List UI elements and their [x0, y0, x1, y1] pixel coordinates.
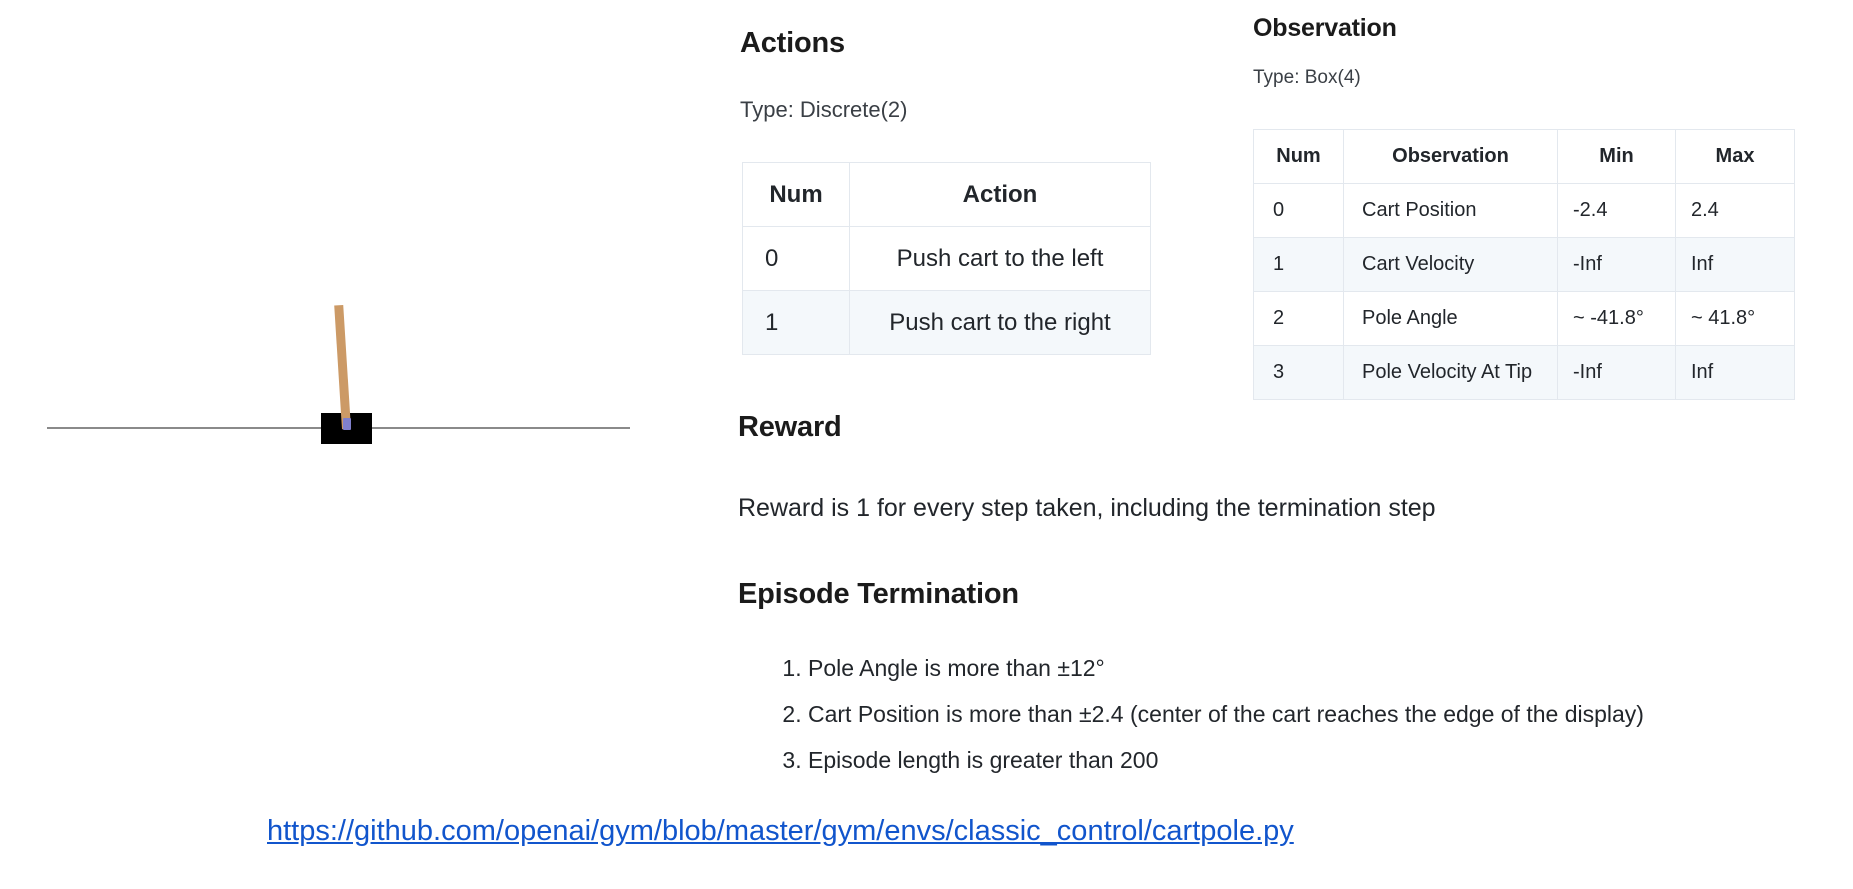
- actions-type-label: Type: Discrete(2): [740, 97, 908, 122]
- observation-col-min: Min: [1557, 129, 1676, 184]
- observation-type-label: Type: Box(4): [1253, 67, 1361, 88]
- observation-cell-name: Pole Angle: [1343, 291, 1558, 346]
- actions-table: Num Action 0 Push cart to the left 1 Pus…: [742, 162, 1151, 355]
- table-row: 1 Cart Velocity -Inf Inf: [1253, 237, 1795, 292]
- observation-cell-num: 2: [1253, 291, 1344, 346]
- observation-cell-max: Inf: [1675, 345, 1795, 400]
- pole-body: [334, 304, 351, 430]
- actions-cell-action: Push cart to the left: [849, 226, 1151, 291]
- observation-cell-min: -Inf: [1557, 237, 1676, 292]
- observation-col-observation: Observation: [1343, 129, 1558, 184]
- observation-cell-name: Cart Velocity: [1343, 237, 1558, 292]
- actions-section-title: Actions: [740, 27, 845, 59]
- actions-cell-num: 0: [742, 226, 850, 291]
- observation-cell-min: ~ -41.8°: [1557, 291, 1676, 346]
- list-item: Episode length is greater than 200: [808, 737, 1644, 783]
- observation-cell-num: 0: [1253, 183, 1344, 238]
- observation-cell-max: Inf: [1675, 237, 1795, 292]
- observation-cell-num: 3: [1253, 345, 1344, 400]
- observation-cell-min: -Inf: [1557, 345, 1676, 400]
- table-row: 3 Pole Velocity At Tip -Inf Inf: [1253, 345, 1795, 400]
- actions-cell-action: Push cart to the right: [849, 290, 1151, 355]
- table-row: 0 Cart Position -2.4 2.4: [1253, 183, 1795, 238]
- source-code-link[interactable]: https://github.com/openai/gym/blob/maste…: [267, 815, 1294, 847]
- observation-cell-name: Pole Velocity At Tip: [1343, 345, 1558, 400]
- observation-cell-max: ~ 41.8°: [1675, 291, 1795, 346]
- observation-col-max: Max: [1675, 129, 1795, 184]
- observation-cell-name: Cart Position: [1343, 183, 1558, 238]
- table-row: 0 Push cart to the left: [742, 226, 1151, 291]
- observation-cell-max: 2.4: [1675, 183, 1795, 238]
- episode-termination-section-title: Episode Termination: [738, 578, 1019, 610]
- observation-col-num: Num: [1253, 129, 1344, 184]
- pole-axle: [343, 418, 351, 430]
- table-row: 1 Push cart to the right: [742, 290, 1151, 355]
- observation-table: Num Observation Min Max 0 Cart Position …: [1253, 129, 1795, 400]
- observation-cell-num: 1: [1253, 237, 1344, 292]
- list-item: Cart Position is more than ±2.4 (center …: [808, 691, 1644, 737]
- actions-cell-num: 1: [742, 290, 850, 355]
- reward-description: Reward is 1 for every step taken, includ…: [738, 494, 1436, 522]
- reward-section-title: Reward: [738, 411, 842, 443]
- episode-termination-list: Pole Angle is more than ±12° Cart Positi…: [760, 645, 1644, 783]
- actions-col-num: Num: [742, 162, 850, 227]
- cartpole-environment-render: [0, 0, 700, 889]
- actions-table-header-row: Num Action: [742, 162, 1151, 227]
- table-row: 2 Pole Angle ~ -41.8° ~ 41.8°: [1253, 291, 1795, 346]
- list-item: Pole Angle is more than ±12°: [808, 645, 1644, 691]
- actions-col-action: Action: [849, 162, 1151, 227]
- observation-table-header-row: Num Observation Min Max: [1253, 129, 1795, 184]
- observation-section-title: Observation: [1253, 14, 1397, 42]
- observation-cell-min: -2.4: [1557, 183, 1676, 238]
